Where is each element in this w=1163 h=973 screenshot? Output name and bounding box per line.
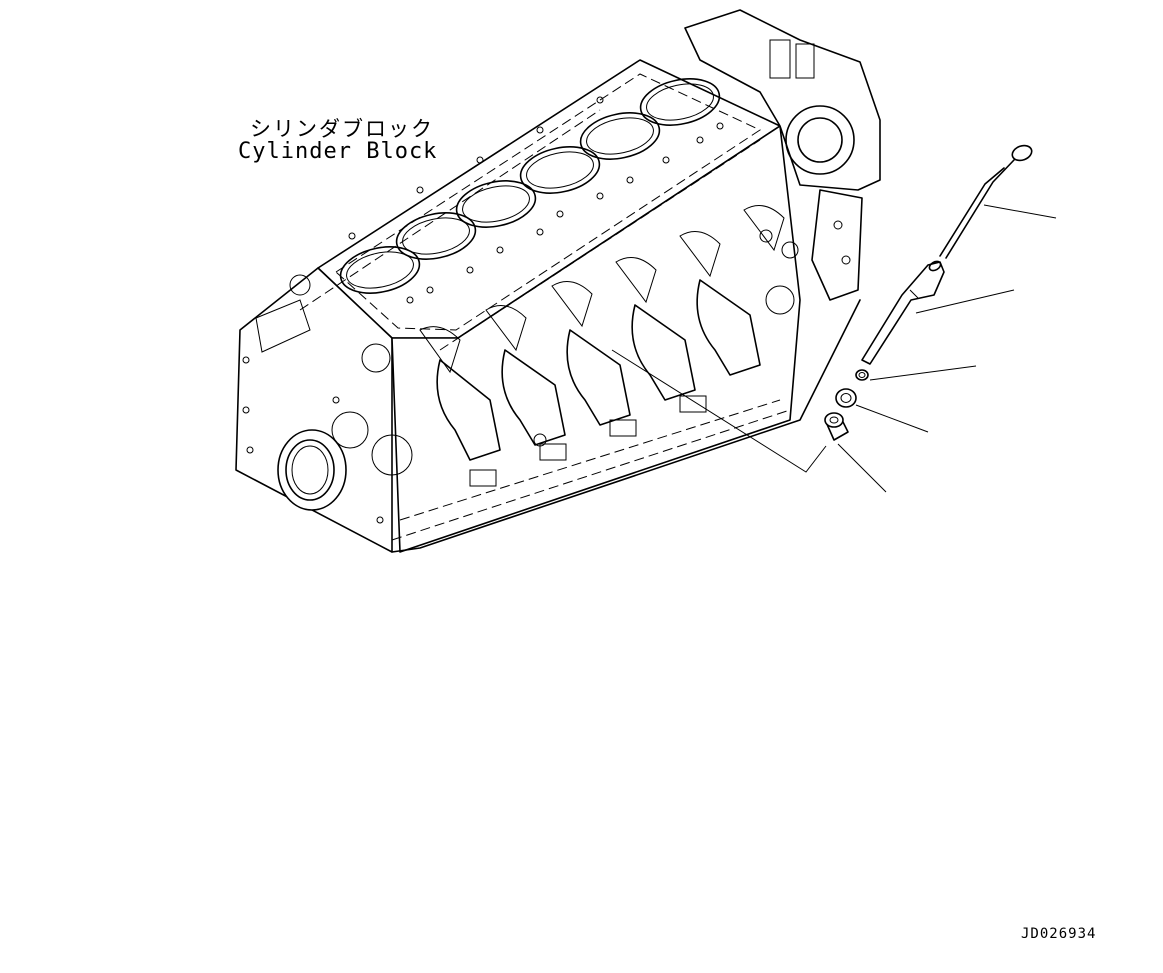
part-name-en: Cylinder Block [238,139,438,164]
part-name-jp: シリンダブロック [250,117,434,141]
oil-level-gauge [939,144,1033,259]
gasket [855,369,869,381]
drawing-id: JD026934 [1021,926,1097,942]
leader-lines [611,204,1057,493]
cylinder-block [235,9,881,553]
nut [835,388,857,408]
cylinder-bores [339,78,721,294]
connector [824,412,849,441]
gauge-guide-tube [861,260,945,365]
